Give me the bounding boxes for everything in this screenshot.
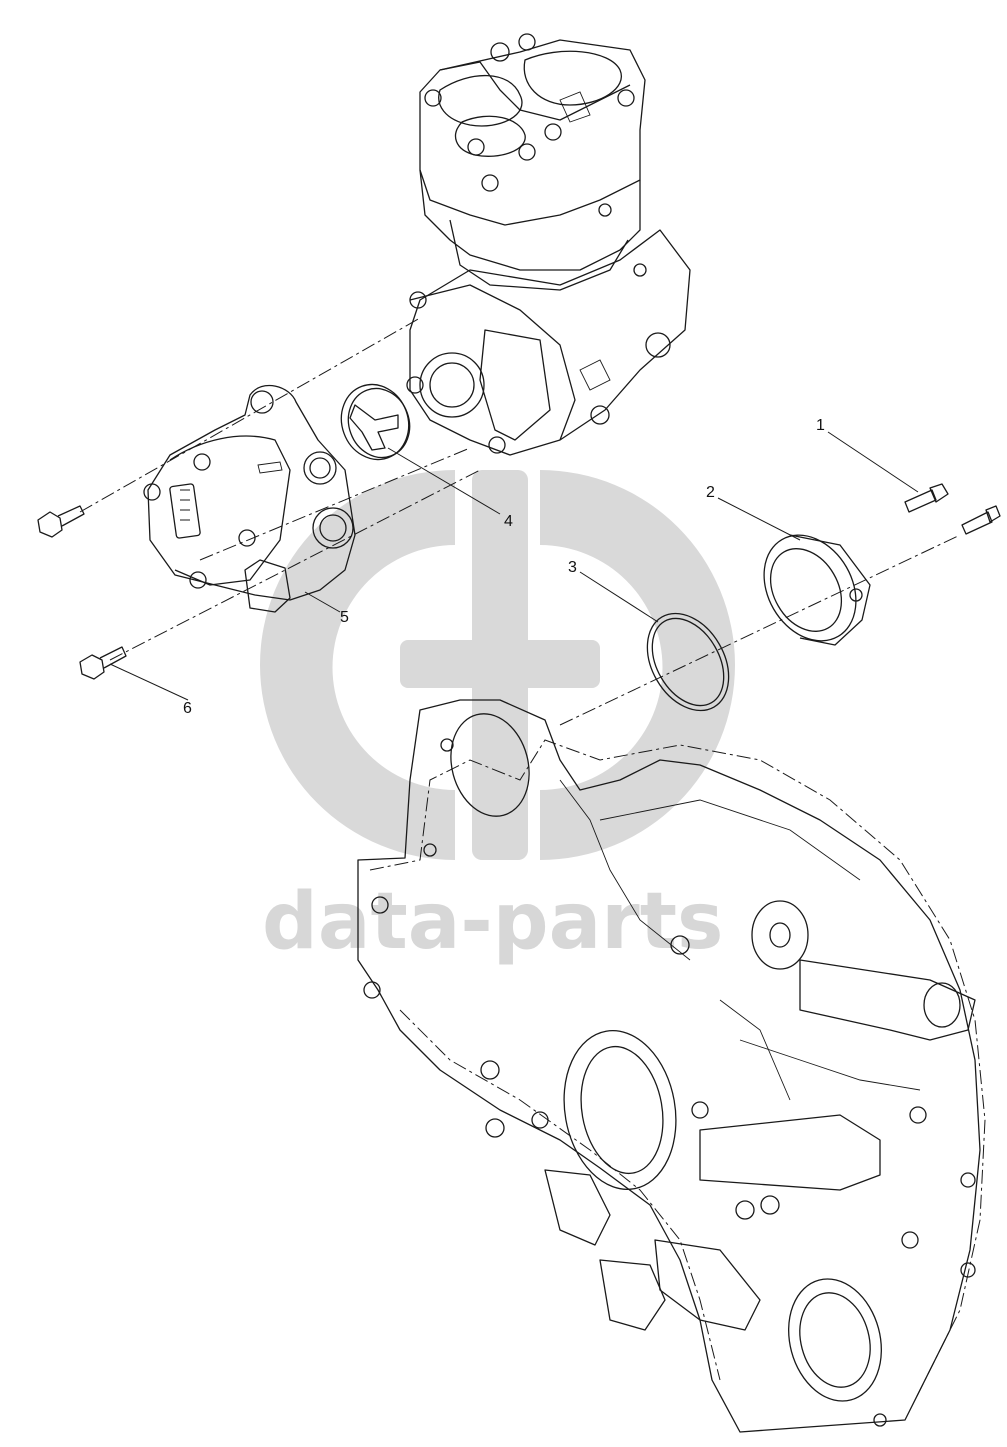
hydraulic-pump — [143, 385, 356, 613]
callout-1: 1 — [816, 417, 825, 434]
callout-3: 3 — [568, 559, 577, 576]
callout-4: 4 — [504, 513, 513, 530]
callout-2: 2 — [706, 484, 715, 501]
callout-leaders — [109, 431, 919, 701]
o-ring — [646, 612, 730, 712]
assembly-axes — [79, 317, 961, 726]
flywheel-housing — [357, 699, 986, 1433]
callout-5: 5 — [340, 609, 349, 626]
coupling-disc — [340, 383, 411, 461]
watermark-logo — [260, 470, 735, 860]
bolt-1 — [904, 483, 949, 513]
bolt-right — [961, 505, 1001, 535]
watermark-text: data-parts — [262, 877, 723, 967]
bolt-6 — [79, 646, 127, 680]
flange-housing — [763, 534, 871, 646]
callout-6: 6 — [183, 700, 192, 717]
bolt-upper-left — [37, 505, 85, 538]
air-compressor — [406, 33, 691, 456]
